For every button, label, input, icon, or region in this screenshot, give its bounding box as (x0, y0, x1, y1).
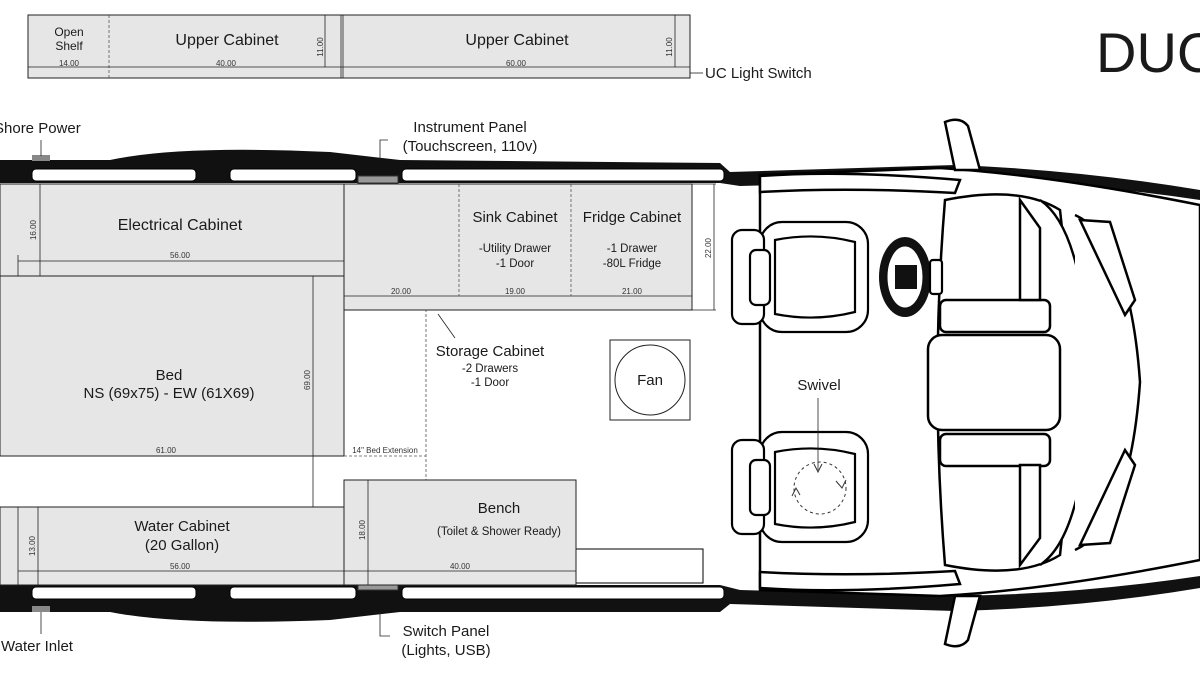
storage-detail-2: -1 Door (471, 377, 510, 389)
bench-label: Bench (478, 500, 521, 517)
fridge-detail-2: -80L Fridge (603, 258, 661, 270)
open-shelf-label-1: Open (54, 25, 83, 39)
driver-seat (730, 220, 870, 334)
roof-fan: Fan (609, 339, 691, 421)
brand-logo-text: DUC (1096, 21, 1200, 84)
open-shelf-label-2: Shelf (55, 39, 83, 53)
dim-water-width: 56.00 (170, 562, 191, 571)
passenger-seat (730, 398, 870, 544)
fridge-detail-1: -1 Drawer (607, 243, 658, 255)
storage-detail-1: -2 Drawers (462, 363, 518, 375)
dim-bench-width: 40.00 (450, 562, 471, 571)
water-cabinet-box (0, 506, 345, 586)
upper-cabinet-strip: Open Shelf Upper Cabinet Upper Cabinet 1… (27, 14, 812, 82)
upper-strip-box (27, 14, 691, 79)
dim-upper-cabinet-2: 60.00 (506, 59, 527, 68)
electrical-cabinet-label: Electrical Cabinet (118, 217, 243, 234)
sink-detail-1: -Utility Drawer (479, 243, 551, 255)
van-cab (758, 118, 1200, 648)
dim-electrical-width: 56.00 (170, 251, 191, 260)
dim-upper-height-2: 11.00 (665, 37, 674, 57)
dim-water-height: 13.00 (28, 535, 37, 556)
water-capacity-label: (20 Gallon) (145, 537, 219, 554)
bed-box (0, 275, 345, 457)
bed-extension-label: 14" Bed Extension (352, 446, 418, 455)
instrument-panel-detail: (Touchscreen, 110v) (403, 138, 538, 155)
uc-light-switch-label: UC Light Switch (705, 65, 812, 82)
van-hull (0, 149, 1200, 622)
storage-cabinet-callout: Storage Cabinet -2 Drawers -1 Door (436, 313, 545, 389)
swivel-label: Swivel (797, 377, 840, 394)
dim-storage-width: 20.00 (391, 287, 412, 296)
upper-cabinet-2-label: Upper Cabinet (465, 32, 569, 49)
bed: Bed NS (69x75) - EW (61X69) 61.00 69.00 (0, 275, 345, 585)
dim-bed-width: 61.00 (156, 446, 177, 455)
fridge-cabinet-label: Fridge Cabinet (583, 209, 682, 226)
bench-box (343, 479, 577, 586)
instrument-panel-label: Instrument Panel (413, 119, 526, 136)
switch-panel-detail: (Lights, USB) (401, 642, 490, 659)
dim-electrical-height: 16.00 (29, 219, 38, 240)
dim-fridge-width: 21.00 (622, 287, 643, 296)
sink-detail-2: -1 Door (496, 258, 535, 270)
galley-cabinets: Sink Cabinet -Utility Drawer -1 Door Fri… (343, 183, 716, 311)
fan-label: Fan (637, 372, 663, 389)
upper-cabinet-1-label: Upper Cabinet (175, 32, 279, 49)
dim-galley-depth: 22.00 (704, 237, 713, 258)
dim-upper-cabinet-1: 40.00 (216, 59, 237, 68)
bench-detail: (Toilet & Shower Ready) (437, 526, 561, 538)
water-cabinet: Water Cabinet (20 Gallon) 56.00 13.00 (0, 506, 345, 586)
dim-bed-height: 69.00 (303, 369, 312, 390)
sink-cabinet-label: Sink Cabinet (472, 209, 558, 226)
bed-label: Bed (156, 367, 183, 384)
dim-open-shelf: 14.00 (59, 59, 80, 68)
dim-sink-width: 19.00 (505, 287, 526, 296)
water-inlet-label: Water Inlet (1, 638, 74, 655)
dim-upper-height-1: 11.00 (316, 37, 325, 57)
shore-power-label: Shore Power (0, 120, 81, 137)
switch-panel-label: Switch Panel (403, 623, 490, 640)
dim-bench-height: 18.00 (358, 519, 367, 540)
storage-cabinet-label: Storage Cabinet (436, 343, 545, 360)
bed-size-label: NS (69x75) - EW (61X69) (84, 385, 255, 402)
water-cabinet-label: Water Cabinet (134, 518, 230, 535)
galley-box (343, 183, 693, 311)
steering-wheel (879, 237, 944, 317)
bench: Bench (Toilet & Shower Ready) 40.00 18.0… (343, 479, 577, 586)
electrical-cabinet: Electrical Cabinet 56.00 16.00 (0, 183, 345, 277)
